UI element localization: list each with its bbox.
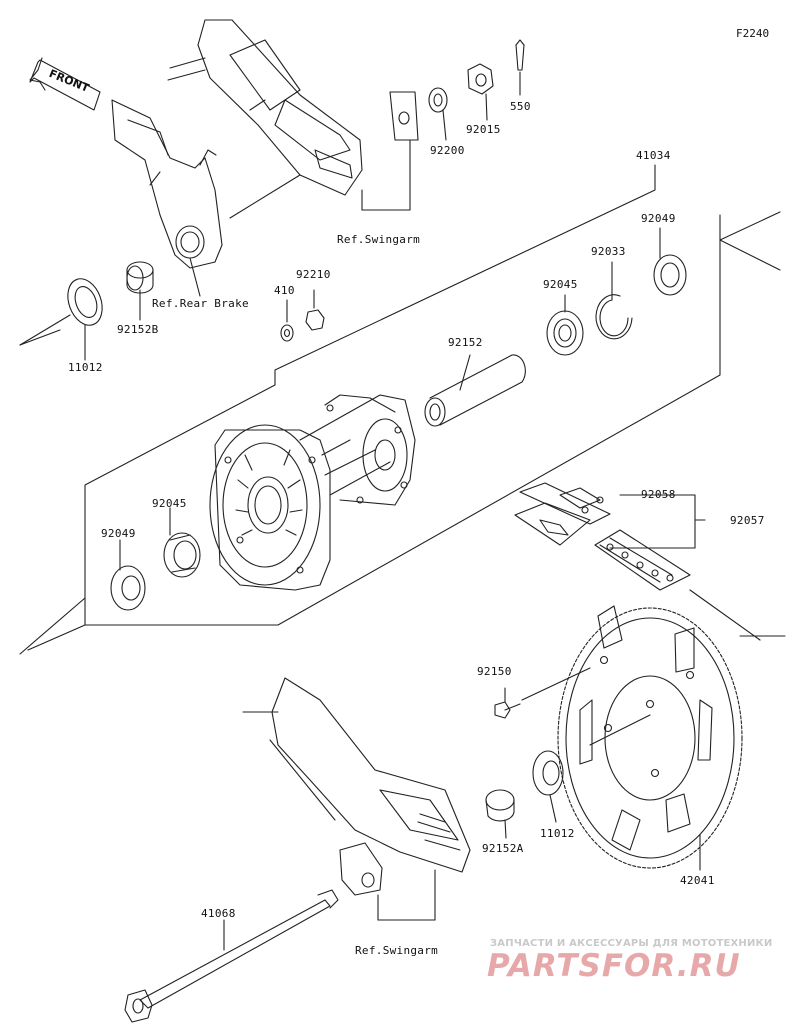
label-550: 550 [510,100,531,113]
rear-wheel-hub [209,394,416,591]
oil-seal-11012-bottom [532,750,564,823]
label-92152B: 92152B [117,323,159,336]
label-92058: 92058 [641,488,676,501]
hub-assembly-frame [19,164,781,655]
swingarm-upper [167,19,363,219]
figure-code: F2240 [736,27,770,40]
spacer-92152 [424,354,526,427]
chain-adjuster-plate-bottom [339,842,436,921]
bearing-92045-left [163,507,201,578]
label-92152A: 92152A [482,842,524,855]
collar-92152B [126,261,154,321]
cotter-pin-550 [515,39,525,96]
bearing-92045-top [546,294,584,356]
label-92045-left: 92045 [152,497,187,510]
washer-410 [280,299,294,342]
chain-adjuster-plate-top [361,91,419,211]
rear-brake-bracket [111,99,223,297]
oil-seal-11012-top [19,278,103,361]
label-92210: 92210 [296,268,331,281]
label-92057: 92057 [730,514,765,527]
label-ref-rear-brake: Ref.Rear Brake [152,297,249,310]
circlip-92033 [595,261,633,340]
nut-92015 [467,63,494,121]
axle-41068 [124,889,339,1023]
label-92049-left: 92049 [101,527,136,540]
label-ref-swingarm-top: Ref.Swingarm [337,233,421,246]
bolt-92150 [494,667,591,719]
oil-seal-92049-left [110,539,146,611]
watermark-tagline: ЗАПЧАСТИ И АКСЕССУАРЫ ДЛЯ МОТОТЕХНИКИ [490,938,773,949]
drive-chain [514,482,786,641]
label-11012-top: 11012 [68,361,103,374]
label-92033: 92033 [591,245,626,258]
rear-sprocket-42041 [557,605,743,871]
front-arrow-icon [29,57,101,111]
label-92152: 92152 [448,336,483,349]
oil-seal-92049-top [653,227,687,296]
label-92015: 92015 [466,123,501,136]
label-ref-swingarm-bottom: Ref.Swingarm [355,944,439,957]
stud-92210 [305,289,325,331]
label-92049-top: 92049 [641,212,676,225]
collar-92152A [485,789,515,839]
washer-92200 [428,87,448,141]
label-92045-top: 92045 [543,278,578,291]
watermark-logo: PARTSFOR.RU [487,948,741,984]
label-41034: 41034 [636,149,671,162]
label-92150: 92150 [477,665,512,678]
label-42041: 42041 [680,874,715,887]
swingarm-lower [242,677,471,873]
label-92200: 92200 [430,144,465,157]
label-11012-bottom: 11012 [540,827,575,840]
label-41068: 41068 [201,907,236,920]
label-410: 410 [274,284,295,297]
